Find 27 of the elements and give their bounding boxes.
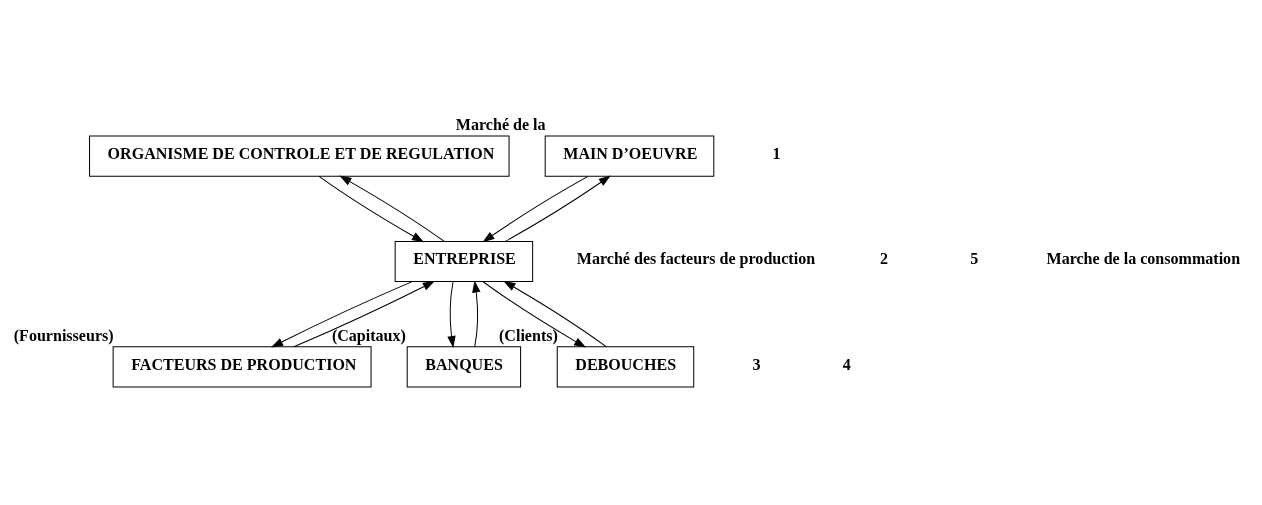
label: 2 <box>879 250 888 268</box>
arrow <box>472 281 481 348</box>
arrow <box>482 281 586 348</box>
arrow <box>318 175 424 242</box>
node-label: (Capitaux) <box>331 326 406 344</box>
arrow <box>504 175 611 242</box>
node-box: FACTEURS DE PRODUCTION <box>112 346 372 388</box>
arrow <box>504 281 607 348</box>
label: 4 <box>842 355 851 373</box>
label: Marché des facteurs de production <box>576 250 816 268</box>
node-box: MAIN D’OEUVRE <box>544 135 715 177</box>
label: 1 <box>772 144 781 162</box>
node-label: (Fournisseurs) <box>13 326 114 344</box>
label: 5 <box>970 250 979 268</box>
label: Marche de la consommation <box>1046 250 1241 268</box>
arrow <box>483 175 589 242</box>
node-box: DEBOUCHES <box>556 346 695 388</box>
node-label: (Clients) <box>499 326 558 344</box>
node-box: ENTREPRISE <box>394 240 534 283</box>
node-label: Marché de la <box>455 115 546 133</box>
arrow <box>340 175 445 242</box>
arrow <box>447 281 456 348</box>
arrow <box>293 281 434 348</box>
label: 3 <box>752 355 761 373</box>
node-box: BANQUES <box>406 346 522 388</box>
node-box: ORGANISME DE CONTROLE ET DE REGULATION <box>89 135 510 177</box>
arrow <box>271 281 413 348</box>
